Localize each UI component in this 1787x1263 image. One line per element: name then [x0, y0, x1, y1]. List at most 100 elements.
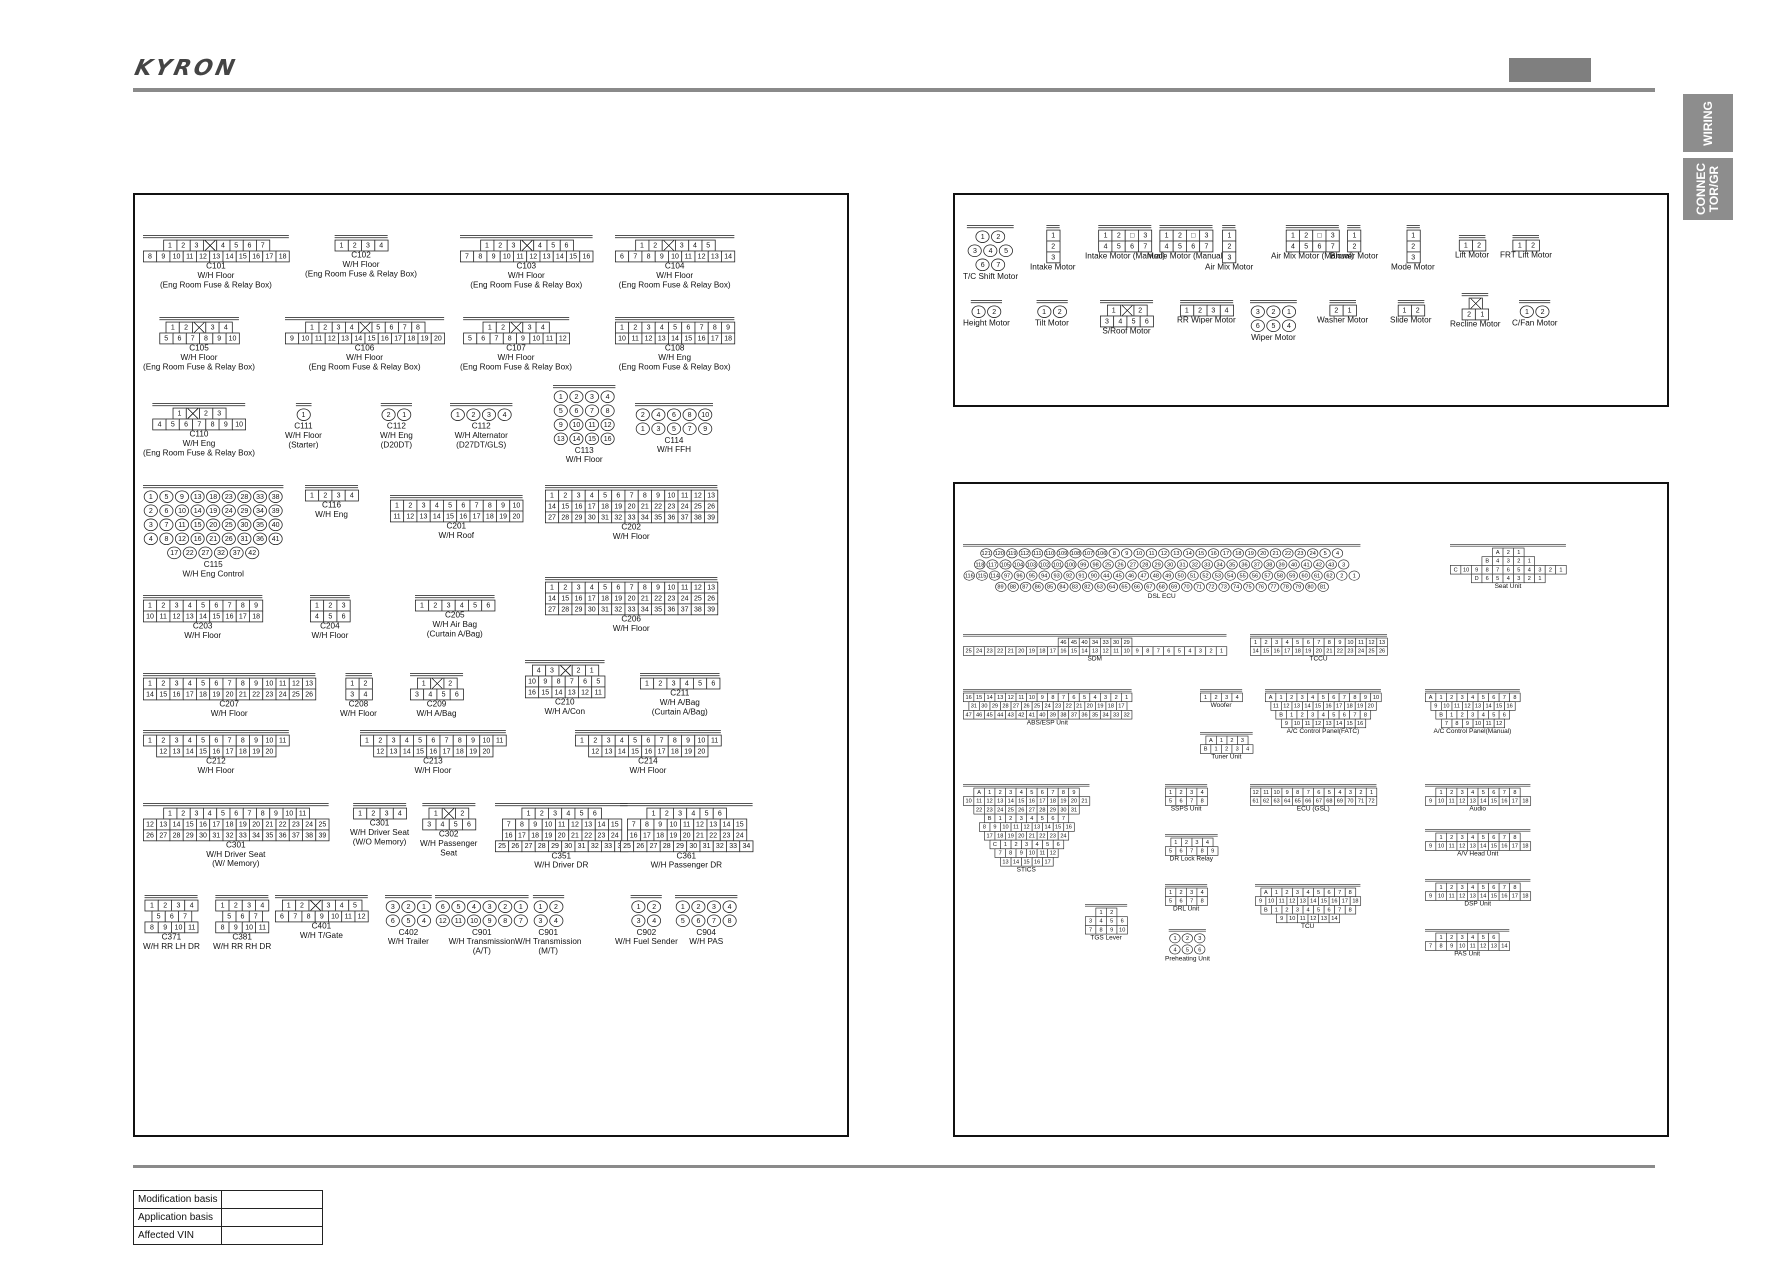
pin: 32 [1189, 559, 1201, 570]
pin: 13 [1322, 718, 1335, 729]
pin: 12 [403, 510, 418, 523]
connector-description: (Eng Room Fuse & Relay Box) [143, 362, 255, 372]
pin: 58 [1274, 570, 1286, 581]
pin: 77 [1267, 581, 1279, 592]
pin: 11 [1482, 718, 1495, 729]
pin: 16 [1498, 796, 1510, 806]
connector-id: C901 [538, 927, 559, 938]
pin: 39 [704, 603, 719, 616]
pin: 10 [1460, 565, 1472, 575]
pin: 10 [963, 796, 975, 806]
pin: 7 [185, 332, 200, 345]
pin: 29 [1152, 559, 1164, 570]
connector-pin-grid: 1 [295, 403, 312, 422]
pin: 15 [413, 745, 428, 758]
pin: 7 [1186, 846, 1198, 856]
pin: 85 [1044, 581, 1056, 592]
pin: 6 [481, 599, 496, 612]
pin: 41 [1026, 710, 1038, 720]
pin: 5 [1299, 240, 1314, 253]
component-name: SDM [1087, 655, 1102, 663]
pin: 16 [169, 688, 184, 701]
pin: 3 [631, 914, 646, 927]
pin: 30 [196, 829, 211, 842]
pin: 13 [707, 250, 722, 263]
pin: 8 [1435, 941, 1447, 951]
side-tab-wiring[interactable]: WIRING [1683, 94, 1733, 152]
component-name: ECU (GSL) [1296, 805, 1330, 813]
pin: 5 [1165, 896, 1177, 906]
pin: 2 [1462, 308, 1477, 321]
pin: 16 [579, 250, 594, 263]
pin: 4 [435, 818, 450, 831]
pin: 16 [209, 745, 224, 758]
pin: 28 [534, 840, 549, 853]
pin: 1 [450, 408, 465, 421]
pin: 14 [1328, 913, 1340, 924]
pin: 7 [1085, 925, 1097, 935]
pin: 60 [1299, 570, 1311, 581]
connector-description: W/H Floor [197, 765, 235, 776]
pin: 32 [213, 546, 229, 560]
pin: 4 [344, 489, 359, 502]
connector-description: W/H T/Gate [299, 930, 343, 941]
pin: 7 [682, 422, 697, 435]
page-header-tab [1509, 58, 1591, 82]
table-label: Affected VIN [132, 1226, 223, 1245]
pin: 5 [999, 244, 1014, 257]
pin: 10 [466, 914, 482, 927]
pin: 3 [1338, 559, 1350, 570]
pin: 19 [417, 332, 432, 345]
connector-description: (M/T) [538, 946, 558, 956]
pin: 2 [1535, 305, 1550, 318]
pin: 95 [1026, 570, 1038, 581]
pin: 20 [262, 745, 277, 758]
pin: 14 [552, 250, 567, 263]
pin: 2 [1052, 305, 1067, 318]
pin: 11 [1110, 646, 1122, 656]
pin: 18 [206, 490, 221, 503]
connector-description: W/H PAS [689, 937, 724, 947]
pin: 6 [1175, 796, 1187, 806]
pin: 18 [1036, 646, 1048, 656]
pin: 11 [275, 734, 290, 747]
connector-description: (Eng Room Fuse & Relay Box) [159, 280, 272, 290]
pin: 28 [558, 511, 573, 524]
table-row: Affected VIN [132, 1226, 324, 1245]
pin: 25 [288, 688, 303, 701]
component-name: A/V Head Unit [1457, 850, 1499, 858]
pin: 11 [542, 332, 557, 345]
pin: 22 [182, 546, 197, 560]
pin: 6 [385, 914, 400, 927]
pin: 118 [974, 559, 986, 570]
side-tab-connector[interactable]: CONNEC TOR/GR [1683, 158, 1733, 220]
